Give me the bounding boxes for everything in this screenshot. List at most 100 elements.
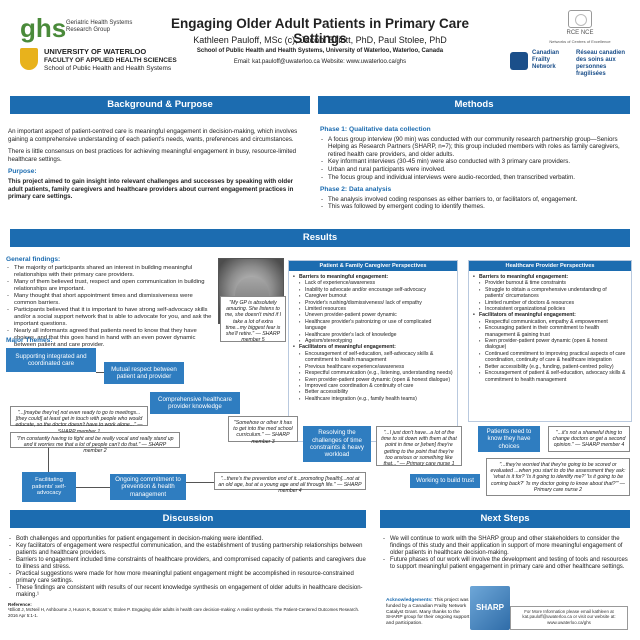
phase1-label: Phase 1: Qualitative data collection (320, 126, 431, 133)
list-item: Continued commitment to improving practi… (473, 351, 627, 364)
list-item: Future phases of our work will involve t… (382, 557, 630, 571)
ghs-logo-subtitle: Geriatric Health Systems Research Group (66, 20, 133, 33)
results-heading: Results (10, 229, 630, 247)
methods-panel: Phase 1: Qualitative data collection A f… (320, 126, 630, 211)
list-item: Barriers to engagement included time con… (8, 557, 368, 571)
rce-nce-mark-icon (568, 10, 592, 28)
ghs-logo-letters: ghs (20, 13, 67, 43)
acknowledgements-text: This project was funded by a Canadian Fr… (386, 598, 470, 627)
list-item: Provider's rushing/dismissiveness/ lack … (293, 300, 453, 307)
sharp-logo: SHARP (470, 586, 510, 630)
quote-fight: "I'm constantly having to fight and be r… (10, 432, 180, 454)
list-item: Inability to advocate and/or encourage s… (293, 287, 453, 294)
background-heading: Background & Purpose (10, 96, 310, 114)
list-item: We will continue to work with the SHARP … (382, 536, 630, 557)
list-item: Many of them believed trust, respect and… (6, 279, 212, 293)
phase2-label: Phase 2: Data analysis (320, 186, 392, 194)
provider-facilitators-label: Facilitators of meaningful engagement: (473, 312, 627, 319)
theme-connector (48, 448, 49, 472)
list-item: Lack of experience/awareness (293, 280, 453, 287)
patient-perspectives-title: Patient & Family Caregiver Perspectives (289, 261, 457, 271)
reference-text: ¹Elliott J, McNeil H, Ashbourne J, Huson… (8, 607, 360, 618)
phase2-list: The analysis involved coding responses a… (320, 196, 630, 211)
list-item: Better accessibility (293, 389, 453, 396)
provider-perspectives-body: Barriers to meaningful engagement: Provi… (469, 271, 631, 386)
poster-header: ghs Geriatric Health Systems Research Gr… (0, 0, 640, 84)
poster-authors: Kathleen Pauloff, MSc (c), Jacobi Elliot… (193, 35, 447, 45)
background-para-2: There is little consensus on best practi… (8, 148, 297, 163)
list-item: Healthcare integration (e.g., family hea… (293, 396, 453, 403)
list-item: Uneven provider-patient power dynamic (293, 312, 453, 319)
quote-prevention: "...there's the prevention end of it...p… (214, 472, 366, 494)
list-item: The focus group and individual interview… (320, 174, 630, 182)
acknowledgements-label: Acknowledgements: (386, 598, 433, 603)
waterloo-crest-icon (20, 48, 38, 70)
list-item: Healthcare provider's patronizing or use… (293, 319, 453, 332)
more-info-box: For More Information please email kathle… (510, 606, 628, 630)
next-steps-heading: Next Steps (380, 510, 630, 528)
list-item: A focus group interview (90 min) was con… (320, 136, 630, 159)
list-item: Even provider-patient power dynamic (ope… (293, 377, 453, 384)
list-item: Limited resources (293, 306, 453, 313)
patient-facilitators-label: Facilitators of meaningful engagement: (293, 344, 453, 351)
list-item: Many thought that short appointment time… (6, 293, 212, 307)
rce-nce-subtext: Networks of Centres of Excellence (549, 39, 611, 44)
theme-connector (76, 487, 110, 488)
next-steps-list: We will continue to work with the SHARP … (382, 536, 630, 571)
list-item: Respectful communication (e.g., listenin… (293, 370, 453, 377)
reference-label: Reference: (8, 602, 32, 607)
quote-med-school: "Somehow or other it has to get into the… (228, 416, 298, 445)
purpose-label: Purpose: (8, 168, 37, 176)
major-themes-label: Major Themes: (6, 337, 53, 344)
waterloo-logo-line1: UNIVERSITY OF WATERLOO (44, 47, 147, 56)
waterloo-logo-line2: FACULTY OF APPLIED HEALTH SCIENCES (44, 57, 177, 64)
waterloo-logo-line3: School of Public Health and Health Syste… (44, 65, 172, 72)
quote-worried: "...they're worried that they're going t… (486, 458, 630, 496)
next-steps-panel: We will continue to work with the SHARP … (382, 536, 630, 571)
theme-build-trust: Working to build trust (410, 474, 480, 488)
general-findings-panel: General findings: The majority of partic… (6, 256, 212, 349)
discussion-heading: Discussion (10, 510, 366, 528)
theme-self-advocacy: Facilitating patients' self-advocacy (22, 472, 76, 502)
list-item: Respectful communication, empathy & empo… (473, 319, 627, 326)
list-item: Even provider-patient power dynamic (ope… (473, 338, 627, 351)
list-item: Encouragement of patient & self-educatio… (473, 370, 627, 383)
list-item: Practical suggestions were made for how … (8, 571, 368, 585)
theme-connector (96, 372, 104, 373)
purpose-text: This project aimed to gain insight into … (8, 177, 294, 201)
ghs-logo: ghs Geriatric Health Systems Research Gr… (20, 14, 140, 48)
poster-title: Engaging Older Adult Patients in Primary… (170, 16, 470, 46)
list-item: Key facilitators of engagement were resp… (8, 543, 368, 557)
theme-mutual-respect: Mutual respect between patient and provi… (104, 362, 184, 384)
list-item: Provider burnout & time constraints (473, 280, 627, 287)
list-item: Encouraging patient in their commitment … (473, 325, 627, 338)
patient-barriers-label: Barriers to meaningful engagement: (293, 274, 453, 281)
list-item: Healthcare provider's lack of knowledge (293, 332, 453, 339)
list-item: Previous healthcare experience/awareness (293, 364, 453, 371)
background-panel: An important aspect of patient-centred c… (8, 128, 308, 206)
theme-time-constraints: Resolving the challenges of time constra… (303, 426, 371, 462)
list-item: The majority of participants shared an i… (6, 265, 212, 279)
general-findings-list: The majority of participants shared an i… (6, 265, 212, 349)
quote-gp: "My GP is absolutely amazing. She listen… (220, 296, 286, 343)
list-item: The analysis involved coding responses a… (320, 196, 630, 204)
quote-maybe: "...[maybe they're] not even ready to go… (10, 406, 148, 435)
discussion-panel: Both challenges and opportunities for pa… (8, 536, 368, 618)
background-para-1: An important aspect of patient-centred c… (8, 128, 298, 143)
provider-perspectives-box: Healthcare Provider Perspectives Barrier… (468, 260, 632, 422)
cfn-mark-icon (510, 52, 528, 70)
list-item: Inconsistent organizational policies (473, 306, 627, 313)
theme-integrated-care: Supporting integrated and coordinated ca… (6, 348, 96, 372)
list-item: Improved care coordination & continuity … (293, 383, 453, 390)
theme-ongoing-commitment: Ongoing commitment to prevention & healt… (110, 474, 186, 500)
rce-nce-text: RCE NCE (566, 30, 594, 36)
waterloo-logo: UNIVERSITY OF WATERLOO FACULTY OF APPLIE… (20, 48, 210, 78)
poster-contact: Email: kat.pauloff@uwaterloo.ca Website:… (233, 59, 407, 65)
cfn-text-fr: Réseau canadien des soins aux personnes … (576, 50, 626, 77)
acknowledgements-panel: Acknowledgements: This project was funde… (386, 598, 470, 627)
provider-barriers-label: Barriers to meaningful engagement: (473, 274, 627, 281)
cfn-text-en: Canadian Frailty Network (532, 50, 560, 70)
theme-provider-knowledge: Comprehensive healthcare provider knowle… (150, 392, 240, 414)
list-item: Struggle to obtain a comprehensive under… (473, 287, 627, 300)
